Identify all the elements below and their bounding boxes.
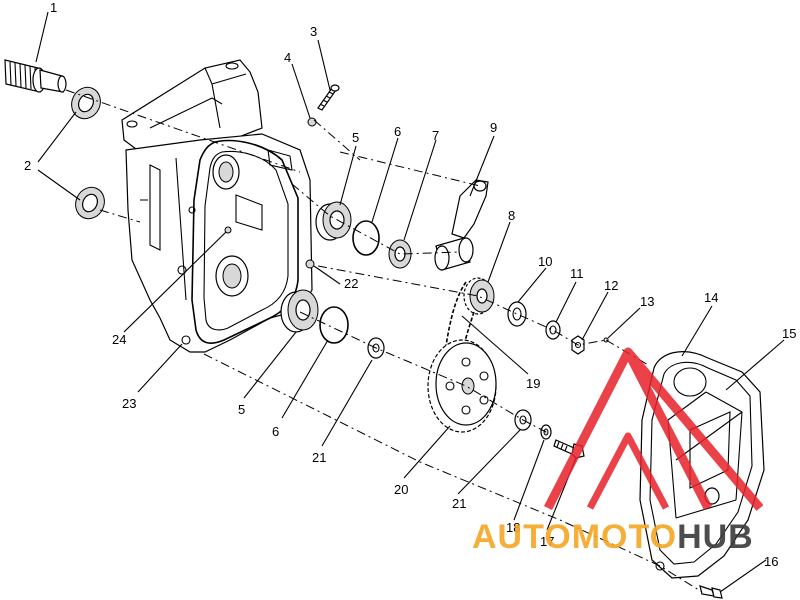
part-bearing-lower [280, 289, 319, 333]
callout-16: 16 [764, 554, 778, 569]
callout-24: 24 [112, 332, 126, 347]
part-washer-21-lower [514, 409, 532, 431]
part-bolt-3 [317, 84, 340, 111]
callout-17: 17 [540, 534, 554, 549]
callout-14: 14 [704, 290, 718, 305]
part-plug-22 [305, 259, 315, 269]
callout-5-upper: 5 [352, 130, 359, 145]
callout-1: 1 [50, 0, 57, 15]
part-seal-lower [75, 186, 105, 220]
callout-numbers: 1 2 3 4 5 5 6 6 7 8 9 10 11 12 13 14 15 … [24, 0, 796, 569]
callout-7: 7 [432, 128, 439, 143]
callout-23: 23 [122, 396, 136, 411]
watermark-text: AUTOMOTOHUB [472, 518, 754, 556]
part-shaft [4, 59, 67, 93]
callout-9: 9 [490, 120, 497, 135]
part-plug-24 [224, 226, 232, 234]
callout-21-lower: 21 [452, 496, 466, 511]
watermark-text-prefix: AUTOMOTO [472, 518, 677, 556]
part-pin-13 [603, 337, 609, 343]
callout-15: 15 [782, 326, 796, 341]
callout-8: 8 [508, 208, 515, 223]
callout-12: 12 [604, 278, 618, 293]
callout-18: 18 [506, 520, 520, 535]
part-bearing-upper [315, 201, 352, 241]
part-washer-4 [307, 117, 317, 127]
callout-6-lower: 6 [272, 424, 279, 439]
part-washer-10 [507, 301, 527, 327]
callout-11: 11 [570, 266, 584, 281]
watermark-logo [543, 347, 764, 511]
part-sprocket-large [427, 339, 497, 433]
callout-13: 13 [640, 294, 654, 309]
callout-3: 3 [310, 24, 317, 39]
leader-lines [35, 11, 785, 593]
callout-21-upper: 21 [312, 450, 326, 465]
callout-20: 20 [394, 482, 408, 497]
callout-6-upper: 6 [394, 124, 401, 139]
assembly-axis-lines [65, 89, 703, 593]
part-oring-upper [352, 220, 380, 256]
part-tensioner-arm [434, 179, 489, 271]
callout-5-lower: 5 [238, 402, 245, 417]
callout-22: 22 [344, 276, 358, 291]
callout-19: 19 [526, 376, 540, 391]
part-seal-7 [388, 239, 412, 269]
callout-4: 4 [284, 50, 291, 65]
callout-2: 2 [24, 158, 31, 173]
part-seal-upper [71, 86, 101, 120]
part-washer-11 [545, 320, 561, 340]
part-sprocket-small [463, 277, 495, 315]
part-chaincase-housing [121, 59, 315, 353]
part-bolt-16 [699, 585, 723, 599]
svg-text:AUTOMOTOHUB: AUTOMOTOHUB [472, 518, 754, 556]
watermark-text-suffix: HUB [677, 518, 754, 556]
part-oring-lower [319, 306, 349, 344]
callout-10: 10 [538, 254, 552, 269]
